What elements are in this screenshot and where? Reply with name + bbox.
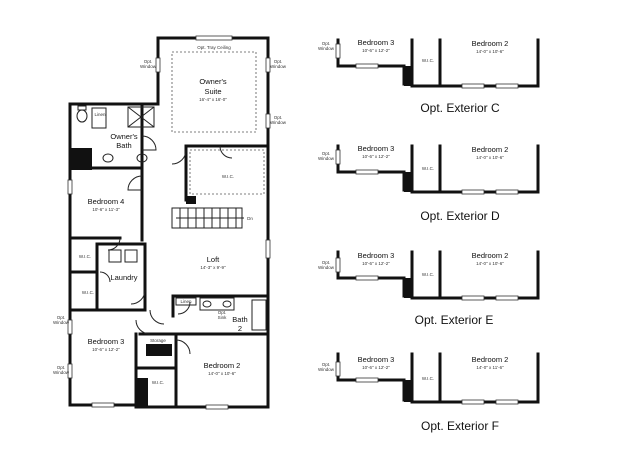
bedroom2-label: Bedroom 2 bbox=[204, 361, 241, 370]
ext-e-wic: W.I.C. bbox=[422, 272, 434, 277]
wic-lower-label: W.I.C. bbox=[82, 290, 94, 295]
opt-window-3: Opt.Window bbox=[270, 115, 287, 125]
ext-f-wic: W.I.C. bbox=[422, 376, 434, 381]
wic-bed2-label: W.I.C. bbox=[152, 380, 164, 385]
ext-f-bedroom3-dim: 10'-6" x 12'-2" bbox=[362, 365, 390, 370]
bedroom3-dim: 10'-6" x 12'-2" bbox=[92, 347, 120, 352]
linen-bath-label: Linen bbox=[180, 299, 192, 304]
exterior-option-d: Bedroom 3 10'-6" x 12'-2" Bedroom 2 14'-… bbox=[318, 144, 540, 223]
owners-suite-label: Owner's bbox=[199, 77, 227, 86]
ext-d-bedroom3: Bedroom 3 bbox=[358, 144, 395, 153]
opt-window-5: Opt.Window bbox=[53, 365, 70, 375]
ext-f-bedroom2: Bedroom 2 bbox=[472, 355, 509, 364]
opt-window-2: Opt.Window bbox=[270, 59, 287, 69]
laundry-label: Laundry bbox=[110, 273, 137, 282]
tray-ceiling-label: Opt. Tray Ceiling bbox=[197, 45, 231, 50]
ext-f-bedroom3: Bedroom 3 bbox=[358, 355, 395, 364]
main-floor-plan: Opt. Tray Ceiling Owner's Suite 16'-4" x… bbox=[53, 35, 287, 410]
owners-bath-label-2: Bath bbox=[116, 141, 131, 150]
ext-f-caption: Opt. Exterior F bbox=[421, 419, 499, 433]
ext-d-bedroom2: Bedroom 2 bbox=[472, 145, 509, 154]
exterior-option-f: Bedroom 3 10'-6" x 12'-2" Bedroom 2 14'-… bbox=[318, 352, 540, 433]
loft-dim: 14'-3" x 9'-9" bbox=[200, 265, 226, 270]
ext-f-opt-window: Opt.Window bbox=[318, 362, 335, 372]
ext-c-caption: Opt. Exterior C bbox=[420, 101, 500, 115]
ext-c-bedroom3: Bedroom 3 bbox=[358, 38, 395, 47]
bedroom4-dim: 10'-6" x 11'-3" bbox=[92, 207, 120, 212]
wic-left-label: W.I.C. bbox=[79, 254, 91, 259]
ext-d-wic: W.I.C. bbox=[422, 166, 434, 171]
opt-sink-label: Opt.Sink bbox=[218, 310, 228, 320]
linen-top-label: Linen bbox=[94, 112, 106, 117]
ext-e-bedroom2-dim: 14'-0" x 10'-6" bbox=[476, 261, 504, 266]
bedroom2-dim: 14'-0" x 10'-6" bbox=[208, 371, 236, 376]
ext-c-bedroom3-dim: 10'-6" x 12'-2" bbox=[362, 48, 390, 53]
loft-label: Loft bbox=[207, 255, 220, 264]
ext-e-opt-window: Opt.Window bbox=[318, 260, 335, 270]
ext-e-caption: Opt. Exterior E bbox=[415, 313, 494, 327]
ext-d-caption: Opt. Exterior D bbox=[420, 209, 500, 223]
ext-c-opt-window: Opt.Window bbox=[318, 41, 335, 51]
owners-suite-label-2: Suite bbox=[204, 87, 221, 96]
bath2-num: 2 bbox=[238, 324, 242, 333]
bedroom4-label: Bedroom 4 bbox=[88, 197, 125, 206]
storage-label: Storage bbox=[150, 338, 166, 343]
ext-e-bedroom3-dim: 10'-6" x 12'-2" bbox=[362, 261, 390, 266]
owners-bath-label: Owner's bbox=[110, 132, 138, 141]
ext-d-bedroom2-dim: 14'-0" x 10'-6" bbox=[476, 155, 504, 160]
stairs bbox=[171, 207, 244, 229]
opt-window-1: Opt.Window bbox=[140, 59, 157, 69]
ext-c-bedroom2: Bedroom 2 bbox=[472, 39, 509, 48]
ext-c-wic: W.I.C. bbox=[422, 58, 434, 63]
ext-d-bedroom3-dim: 10'-6" x 12'-2" bbox=[362, 154, 390, 159]
bath2-label: Bath bbox=[232, 315, 247, 324]
owners-wic-label: W.I.C. bbox=[222, 174, 234, 179]
ext-e-bedroom3: Bedroom 3 bbox=[358, 251, 395, 260]
owners-suite-dim: 16'-4" x 16'-0" bbox=[199, 97, 227, 102]
ext-c-bedroom2-dim: 14'-0" x 10'-6" bbox=[476, 49, 504, 54]
bedroom3-label: Bedroom 3 bbox=[88, 337, 125, 346]
down-label: Dn bbox=[247, 216, 253, 221]
ext-f-bedroom2-dim: 14'-0" x 11'-6" bbox=[476, 365, 504, 370]
ext-e-bedroom2: Bedroom 2 bbox=[472, 251, 509, 260]
exterior-option-e: Bedroom 3 10'-6" x 12'-2" Bedroom 2 14'-… bbox=[318, 250, 540, 327]
opt-window-4: Opt.Window bbox=[53, 315, 70, 325]
exterior-option-c: Bedroom 3 10'-6" x 12'-2" Bedroom 2 14'-… bbox=[318, 38, 540, 115]
ext-d-opt-window: Opt.Window bbox=[318, 151, 335, 161]
